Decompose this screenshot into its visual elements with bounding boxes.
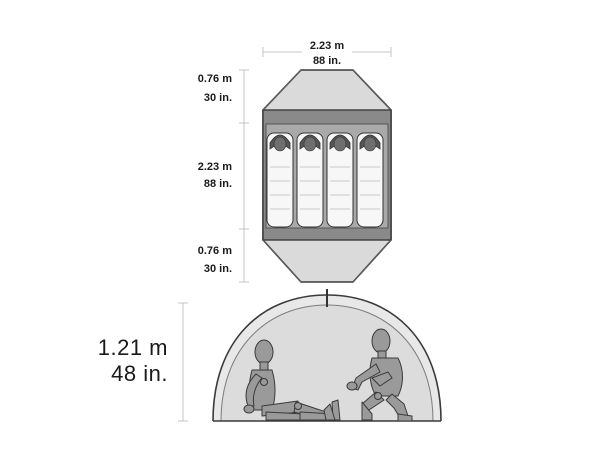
inner-length-dimension: 2.23 m 88 in. (198, 161, 232, 190)
height-imperial-label: 48 in. (111, 361, 168, 386)
inner-length-imperial: 88 in. (204, 178, 232, 190)
vestibule-front-metric: 0.76 m (198, 73, 232, 85)
vestibule-back-imperial: 30 in. (204, 263, 232, 275)
length-dimension-line (239, 69, 249, 283)
height-metric-label: 1.21 m (98, 335, 168, 360)
vestibule-back-dimension: 0.76 m 30 in. (198, 245, 232, 275)
sleeping-bag (356, 132, 384, 228)
width-dimension: 2.23 m 88 in. (262, 40, 392, 67)
vestibule-back-metric: 0.76 m (198, 245, 232, 257)
width-imperial-label: 88 in. (313, 55, 341, 67)
tent-floor-plan (262, 69, 392, 283)
inner-length-metric: 2.23 m (198, 161, 232, 173)
width-metric-label: 2.23 m (310, 40, 344, 52)
tent-cross-section (212, 289, 442, 422)
sleeping-bag (296, 132, 324, 228)
sleeping-bag (326, 132, 354, 228)
crouching-figure (346, 328, 413, 422)
vestibule-front-dimension: 0.76 m 30 in. (198, 73, 232, 104)
seated-figure (243, 339, 341, 421)
height-dimension: 1.21 m 48 in. (98, 302, 188, 422)
vestibule-front-imperial: 30 in. (204, 92, 232, 104)
sleeping-bag (266, 132, 294, 228)
pole-lines (262, 69, 392, 283)
